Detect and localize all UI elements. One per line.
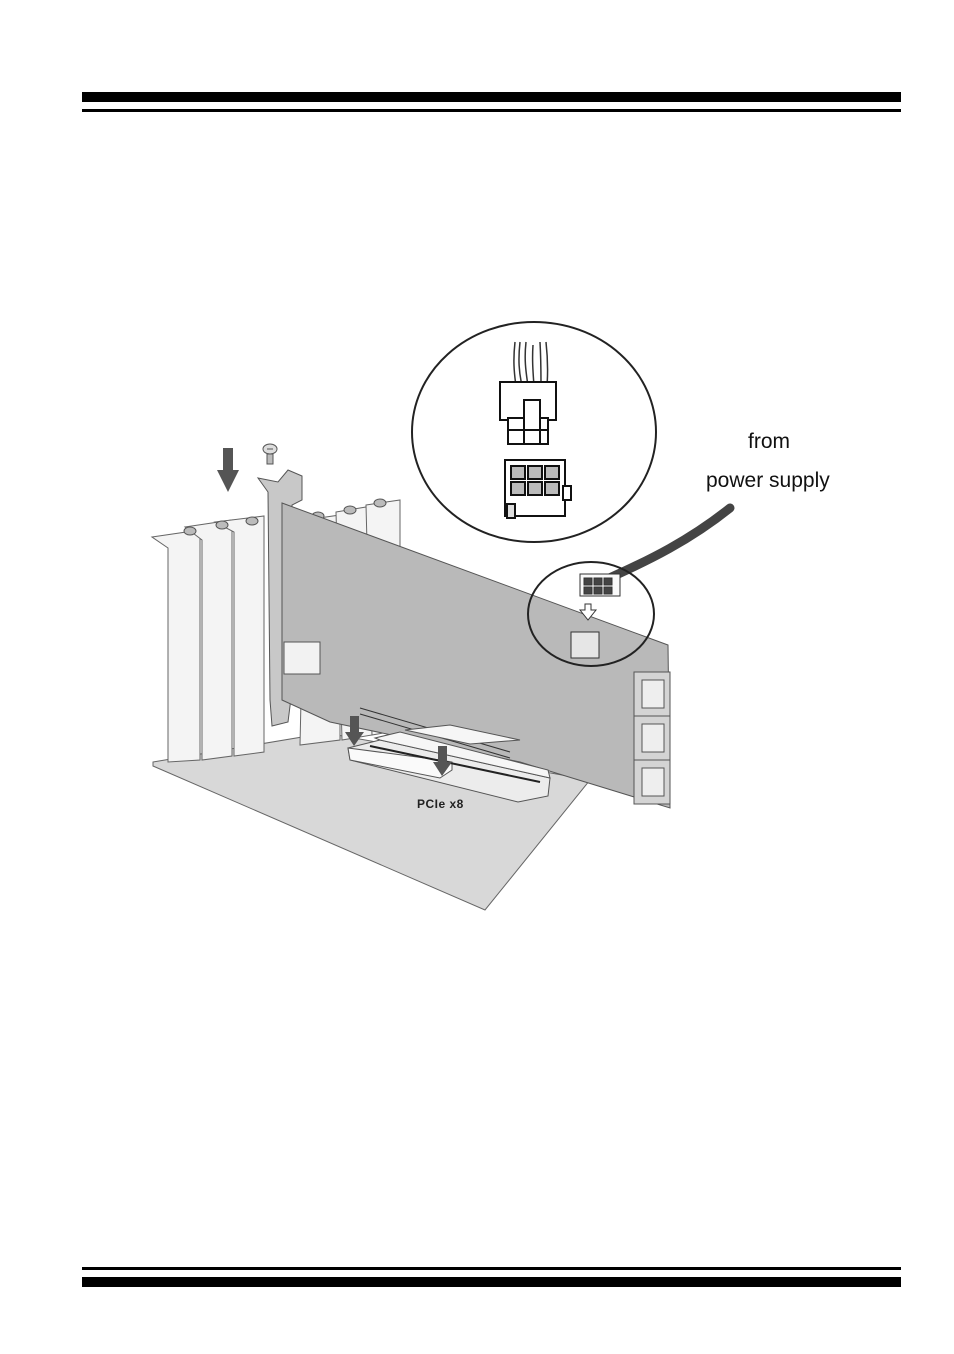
card-chip <box>284 642 320 674</box>
callout-from-label: from <box>748 430 790 454</box>
screw-icon <box>263 444 277 464</box>
footer-thin-rule <box>82 1267 901 1270</box>
card-power-socket <box>571 632 599 658</box>
sas-connectors <box>634 672 670 804</box>
power-plug-large <box>500 382 556 444</box>
pcie-slot-label: PCIe x8 <box>417 797 464 811</box>
down-arrow-icon <box>217 448 239 492</box>
footer-thick-rule <box>82 1277 901 1287</box>
callout-power-supply-label: power supply <box>706 469 830 493</box>
card-power-header-large <box>505 460 571 518</box>
power-plug-small <box>580 574 620 596</box>
